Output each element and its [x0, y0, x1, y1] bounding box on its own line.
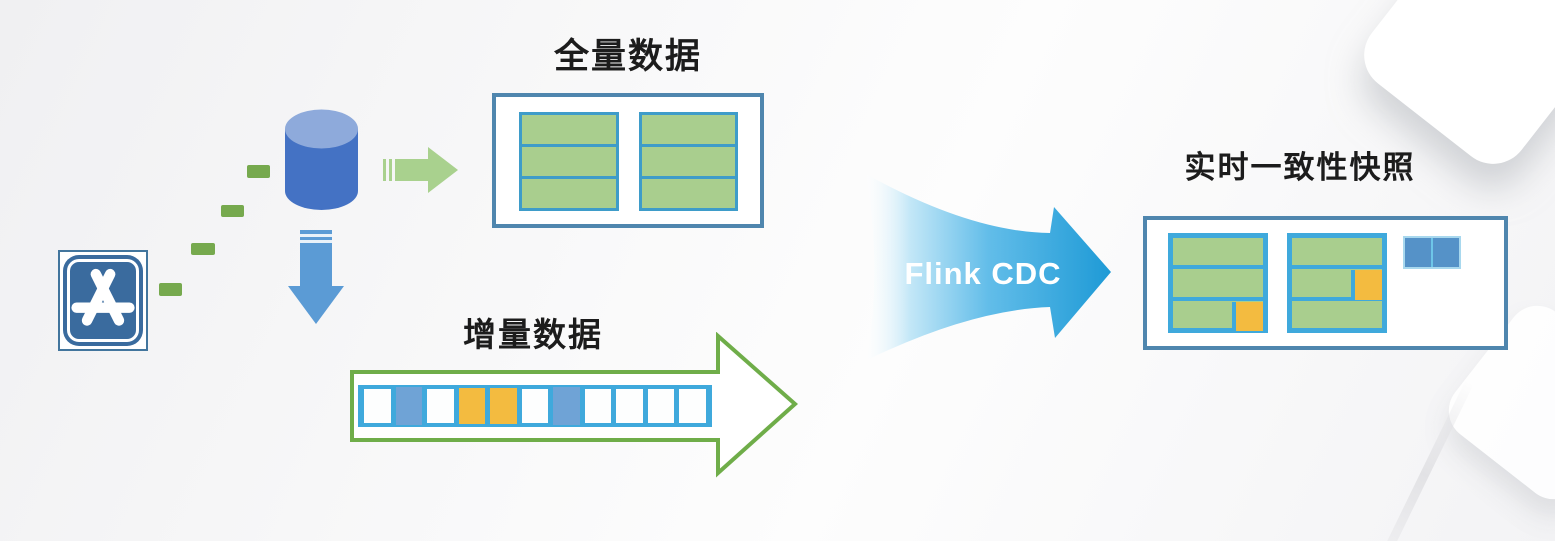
arrow-down-icon — [288, 230, 344, 324]
snapshot-table — [1168, 233, 1268, 333]
row-green — [1173, 269, 1263, 297]
full-data-box — [492, 93, 764, 228]
background-streak — [1365, 379, 1474, 541]
row-green — [641, 147, 735, 176]
appstore-icon — [58, 250, 148, 351]
row-green — [1292, 238, 1382, 266]
cell-white — [521, 389, 549, 423]
realtime-snapshot-label: 实时一致性快照 — [1184, 150, 1416, 185]
row-green — [1292, 300, 1382, 328]
cell-white — [427, 389, 454, 423]
flink-cdc-label: Flink CDC — [904, 256, 1062, 291]
full-data-label: 全量数据 — [553, 37, 702, 76]
appstore-icon-tile — [63, 255, 143, 346]
realtime-snapshot-box — [1143, 216, 1508, 350]
row-green — [641, 115, 735, 144]
cell-orange — [458, 388, 486, 424]
cell-white — [647, 389, 675, 423]
data-flow-dash — [191, 243, 215, 255]
appstore-a-glyph — [71, 268, 135, 326]
row-green-orange — [1292, 269, 1382, 301]
data-flow-dash — [247, 165, 270, 178]
cell-white — [364, 389, 391, 423]
database-cylinder-icon — [285, 109, 358, 210]
full-data-table — [519, 112, 619, 211]
row-green-orange — [1173, 300, 1263, 332]
cell-blue — [553, 387, 580, 425]
data-flow-dash — [159, 283, 182, 296]
snapshot-table — [1287, 233, 1387, 333]
cell-blue — [395, 387, 423, 425]
row-green — [522, 147, 616, 176]
snapshot-mini-table — [1403, 236, 1461, 269]
full-data-table — [638, 112, 738, 211]
cell-white — [584, 389, 612, 423]
cell-orange — [490, 388, 517, 424]
row-green — [522, 115, 616, 144]
cell-white — [679, 389, 707, 423]
mini-cell-blue — [1405, 238, 1431, 267]
outline-arrow-right-icon — [348, 332, 800, 480]
cell-white — [616, 389, 643, 423]
arrow-right-icon — [383, 147, 458, 193]
change-record-stream — [358, 385, 712, 427]
row-green — [641, 179, 735, 208]
mini-cell-blue — [1433, 238, 1459, 267]
row-green — [1173, 238, 1263, 266]
gradient-arrow-right-icon — [866, 174, 1111, 360]
incremental-data-label: 增量数据 — [463, 316, 603, 353]
data-flow-dash — [221, 205, 244, 217]
row-green — [522, 179, 616, 208]
